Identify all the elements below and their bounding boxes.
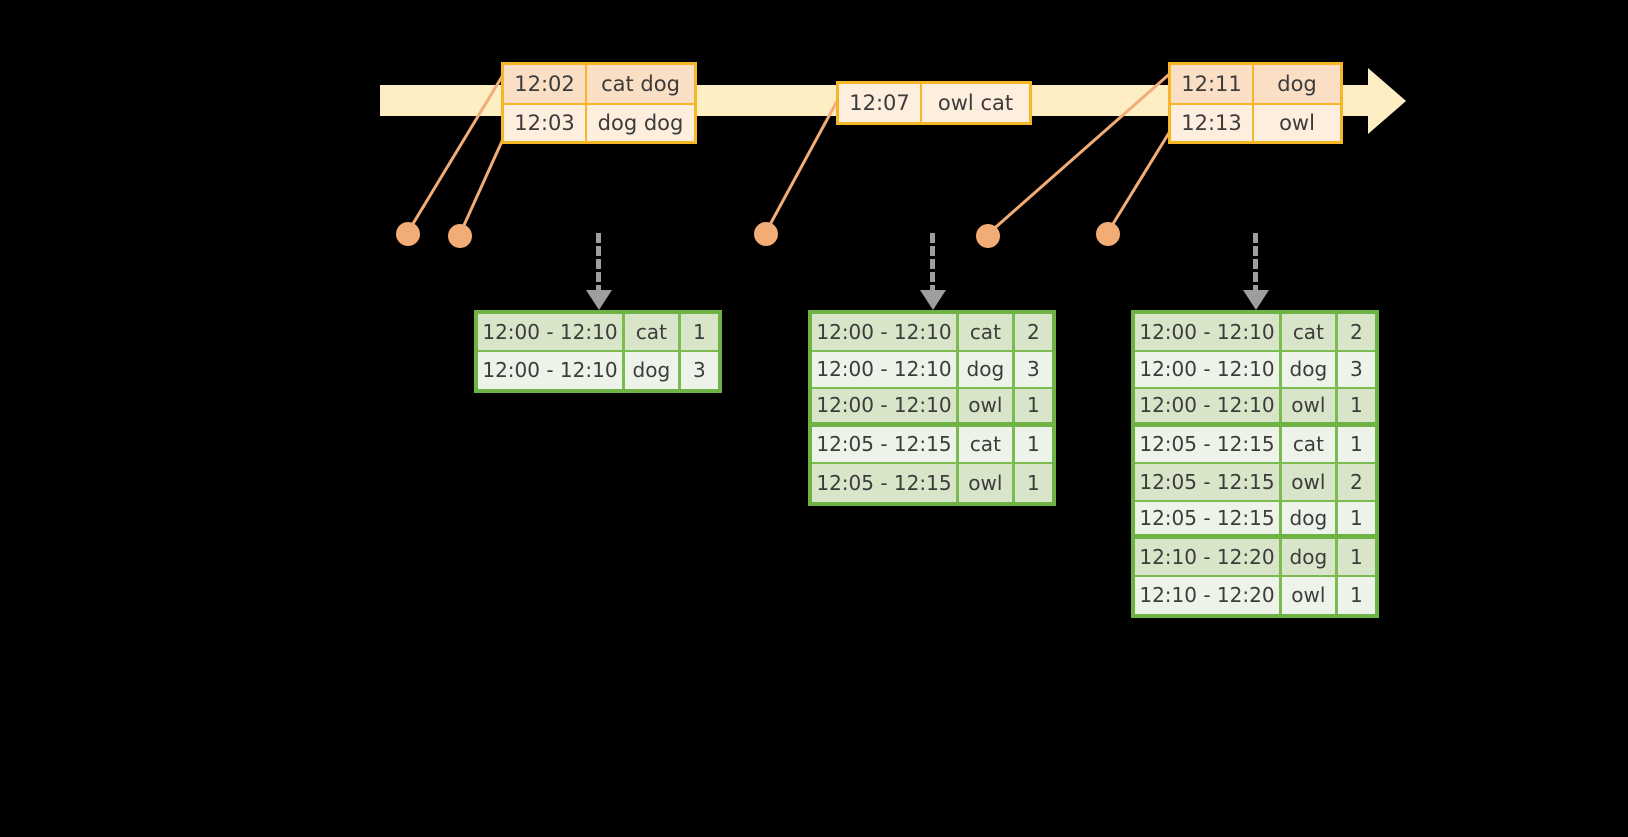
word-cell: owl (1282, 464, 1338, 500)
connector-dot-2 (448, 224, 472, 248)
connector-dot-1 (396, 222, 420, 246)
dashed-arrow-head-3 (1243, 290, 1269, 310)
count-cell: 1 (1350, 393, 1363, 418)
word-cell: cat (1282, 314, 1338, 350)
count-cell: 3 (693, 358, 706, 383)
connector-line-4 (987, 68, 1175, 236)
count-cell: 3 (1350, 357, 1363, 382)
window-range-cell: 12:10 - 12:20 (1135, 576, 1282, 614)
event-time: 12:13 (1171, 105, 1254, 141)
window-range-cell: 12:00 - 12:10 (1135, 351, 1282, 387)
connector-line-5 (1106, 127, 1174, 233)
connector-dot-4 (976, 224, 1000, 248)
count-cell: 1 (1350, 583, 1363, 608)
window-range-cell: 12:05 - 12:15 (1135, 426, 1282, 462)
count-cell: 1 (1350, 544, 1363, 569)
word-cell: dog (1282, 501, 1338, 534)
word-cell: cat (625, 314, 681, 350)
event-time: 12:03 (504, 105, 587, 141)
event-value: dog (1277, 72, 1317, 96)
window-range-cell: 12:05 - 12:15 (1135, 501, 1282, 534)
word-cell: cat (1282, 426, 1338, 462)
window-range-cell: 12:00 - 12:10 (812, 389, 959, 422)
dashed-arrow-shaft-3 (1253, 233, 1263, 295)
word-cell: owl (1282, 576, 1338, 614)
window-range-cell: 12:00 - 12:10 (812, 351, 959, 387)
window-range-cell: 12:10 - 12:20 (1135, 539, 1282, 575)
window-range-cell: 12:00 - 12:10 (478, 351, 625, 389)
connector-line-3 (764, 91, 844, 233)
event-row: 12:11 dog (1171, 65, 1340, 103)
dashed-arrow-head-1 (586, 290, 612, 310)
count-cell: 2 (1350, 469, 1363, 494)
event-time: 12:07 (839, 84, 922, 122)
count-cell: 1 (693, 319, 706, 344)
event-value: owl cat (937, 91, 1014, 115)
window-range-cell: 12:05 - 12:15 (1135, 464, 1282, 500)
event-row: 12:03 dog dog (504, 103, 694, 141)
event-time: 12:02 (504, 65, 587, 103)
dashed-arrow-shaft-2 (930, 233, 940, 295)
dashed-arrow-shaft-1 (596, 233, 606, 295)
count-cell: 1 (1350, 505, 1363, 530)
count-cell: 1 (1027, 393, 1040, 418)
event-time-axis-arrowhead (1368, 68, 1406, 134)
word-cell: cat (959, 314, 1015, 350)
event-value: dog dog (597, 111, 684, 135)
count-cell: 2 (1350, 319, 1363, 344)
event-box-1: 12:02 cat dog 12:03 dog dog (501, 62, 697, 144)
connector-dot-5 (1096, 222, 1120, 246)
event-time: 12:11 (1171, 65, 1254, 103)
word-cell: owl (1282, 389, 1338, 422)
count-cell: 1 (1350, 432, 1363, 457)
count-cell: 1 (1027, 432, 1040, 457)
dashed-arrow-head-2 (920, 290, 946, 310)
window-range-cell: 12:00 - 12:10 (1135, 314, 1282, 350)
event-row: 12:02 cat dog (504, 65, 694, 103)
event-row: 12:07 owl cat (839, 84, 1029, 122)
event-box-2: 12:07 owl cat (836, 81, 1032, 125)
word-cell: owl (959, 464, 1015, 502)
window-range-cell: 12:00 - 12:10 (1135, 389, 1282, 422)
event-value: owl (1279, 111, 1315, 135)
count-cell: 2 (1027, 319, 1040, 344)
event-value: cat dog (601, 72, 680, 96)
word-cell: dog (1282, 351, 1338, 387)
window-range-cell: 12:05 - 12:15 (812, 464, 959, 502)
count-cell: 1 (1027, 470, 1040, 495)
count-cell: 3 (1027, 357, 1040, 382)
word-cell: dog (1282, 539, 1338, 575)
connector-dot-3 (754, 222, 778, 246)
word-cell: dog (625, 351, 681, 389)
window-range-cell: 12:00 - 12:10 (478, 314, 625, 350)
event-row: 12:13 owl (1171, 103, 1340, 141)
connector-line-1 (406, 69, 508, 233)
window-range-cell: 12:05 - 12:15 (812, 426, 959, 462)
window-range-cell: 12:00 - 12:10 (812, 314, 959, 350)
word-cell: owl (959, 389, 1015, 422)
word-cell: dog (959, 351, 1015, 387)
event-box-3: 12:11 dog 12:13 owl (1168, 62, 1343, 144)
connector-line-2 (458, 127, 510, 235)
word-cell: cat (959, 426, 1015, 462)
